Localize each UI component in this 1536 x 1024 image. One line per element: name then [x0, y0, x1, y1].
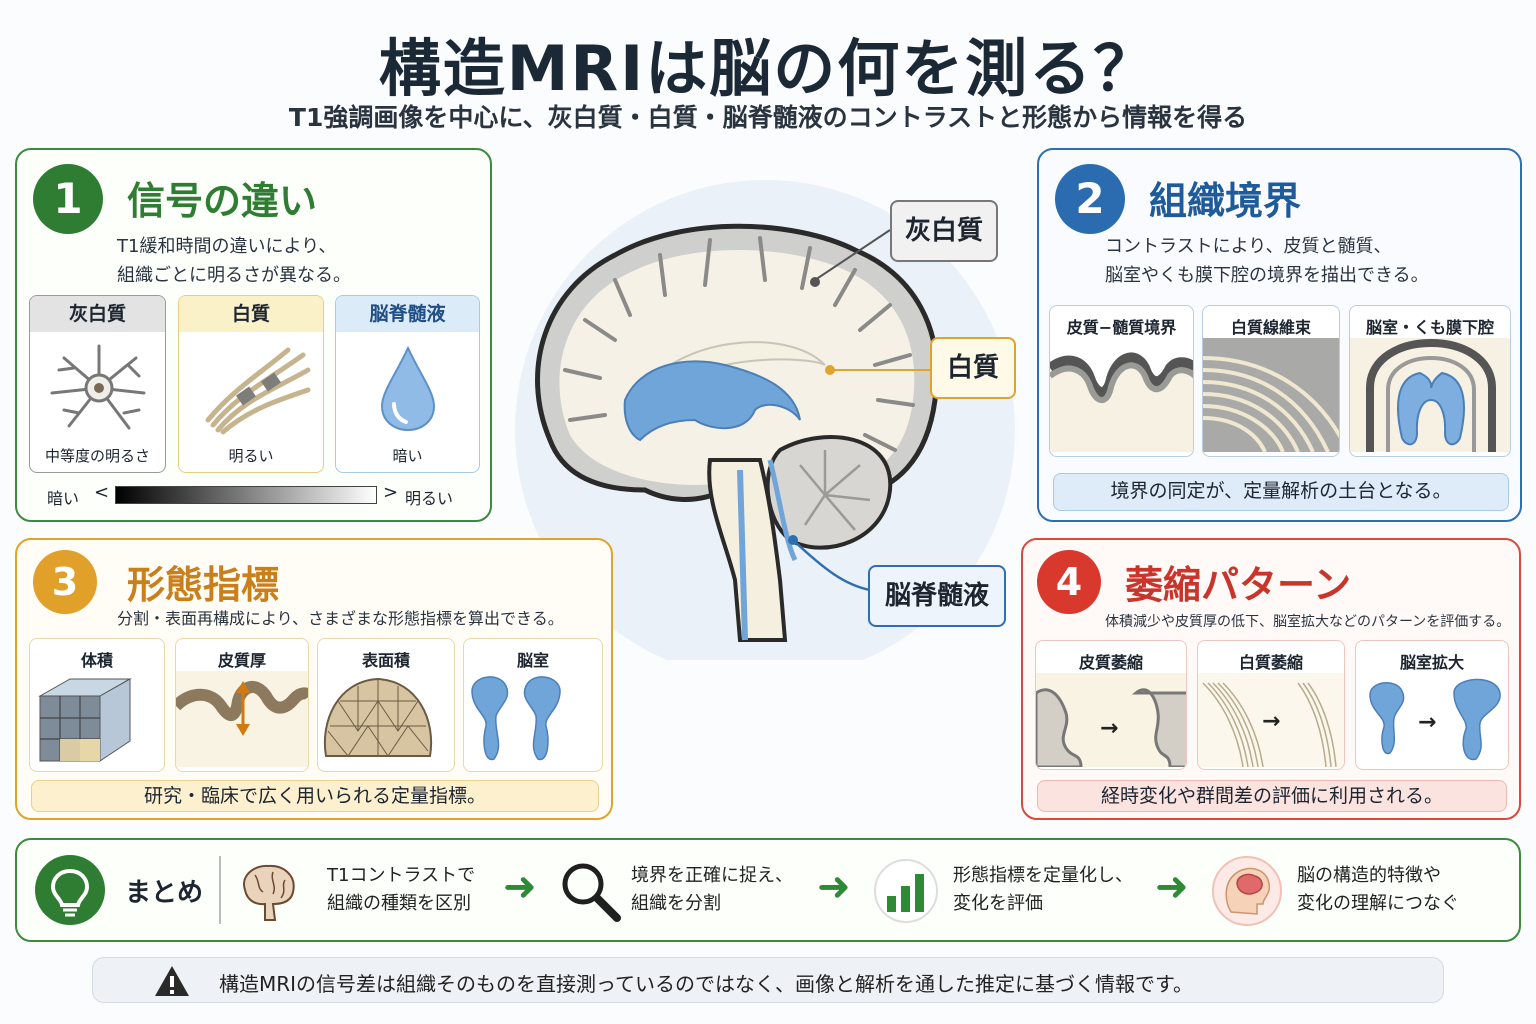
- card-cortical-atrophy: 皮質萎縮 →: [1035, 640, 1187, 770]
- panel-description-line1: コントラストにより、皮質と髄質、: [1105, 236, 1392, 257]
- brightness-gradient-bar: [115, 486, 377, 504]
- card-header: 灰白質: [30, 296, 165, 332]
- scale-bright-label: 明るい: [405, 489, 454, 508]
- panel-footer: 経時変化や群間差の評価に利用される。: [1037, 780, 1507, 812]
- card-volume: 体積: [29, 638, 165, 772]
- card-ventricle-subarachnoid: 脳室・くも膜下腔: [1349, 305, 1511, 457]
- disclaimer-text: 構造MRIの信号差は組織そのものを直接測っているのではなく、画像と解析を通した推…: [219, 972, 1194, 996]
- panel-description-line2: 組織ごとに明るさが異なる。: [117, 265, 351, 286]
- cortex-boundary-icon: [1050, 338, 1193, 452]
- card-header: 脳室拡大: [1399, 653, 1464, 672]
- panel-footer: 研究・臨床で広く用いられる定量指標。: [31, 780, 599, 812]
- card-caption: 明るい: [228, 447, 274, 465]
- card-cortex-medulla-boundary: 皮質−髄質境界: [1049, 305, 1194, 457]
- droplet-icon: [380, 345, 436, 432]
- panel-atrophy-patterns: 4 萎縮パターン 体積減少や皮質厚の低下、脳室拡大などのパターンを評価する。 皮…: [1021, 538, 1521, 820]
- white-matter-atrophy-icon: →: [1198, 673, 1344, 768]
- panel-title: 組織境界: [1149, 179, 1302, 223]
- cortical-thickness-icon: [176, 671, 308, 767]
- card-header: 脳室・くも膜下腔: [1365, 318, 1494, 337]
- panel-title: 信号の違い: [127, 179, 318, 223]
- card-csf: 脳脊髄液 暗い: [335, 295, 480, 473]
- card-header: 脳室: [516, 651, 549, 670]
- chevron-left-icon: <: [94, 482, 110, 503]
- summary-step-1-line2: 組織の種類を区別: [327, 893, 471, 914]
- summary-step-4-line2: 変化の理解につなぐ: [1297, 893, 1459, 914]
- panel-morphometric-indices: 3 形態指標 分割・表面再構成により、さまざまな形態指標を算出できる。 体積 皮…: [15, 538, 613, 820]
- neuron-icon: [50, 344, 146, 430]
- brain-icon: [243, 864, 295, 921]
- card-header: 白質萎縮: [1238, 653, 1303, 672]
- page-subtitle: T1強調画像を中心に、灰白質・白質・脳脊髄液のコントラストと形態から情報を得る: [288, 103, 1248, 132]
- card-caption: 中等度の明るさ: [44, 447, 150, 465]
- ventricular-enlargement-icon: →: [1369, 678, 1501, 761]
- warning-icon: [155, 966, 189, 996]
- panel-signal-difference: 1 信号の違い T1緩和時間の違いにより、 組織ごとに明るさが異なる。 灰白質 …: [15, 148, 492, 522]
- panel-title: 形態指標: [127, 563, 280, 607]
- summary-step-3-line1: 形態指標を定量化し、: [953, 865, 1133, 886]
- card-header: 皮質萎縮: [1078, 653, 1143, 672]
- card-header: 白質: [179, 296, 323, 332]
- card-header: 皮質−髄質境界: [1066, 318, 1177, 337]
- panel-number-badge: 3: [33, 550, 97, 614]
- chevron-right-icon: >: [383, 482, 399, 503]
- label-csf: 脳脊髄液: [868, 565, 1006, 627]
- label-gray-matter: 灰白質: [890, 200, 998, 262]
- summary-step-1-line1: T1コントラストで: [327, 865, 476, 886]
- voxel-cube-icon: [38, 678, 132, 762]
- panel-description-line2: 脳室やくも膜下腔の境界を描出できる。: [1105, 265, 1429, 286]
- ventricle-boundary-icon: [1350, 338, 1510, 452]
- svg-text:→: →: [1418, 710, 1436, 735]
- panel-description: 体積減少や皮質厚の低下、脳室拡大などのパターンを評価する。: [1105, 614, 1511, 630]
- summary-step-3-line2: 変化を評価: [953, 893, 1043, 914]
- summary-step-4-line1: 脳の構造的特徴や: [1297, 865, 1441, 886]
- lightbulb-icon: [35, 855, 105, 925]
- card-surface-area: 表面積: [317, 638, 455, 772]
- card-white-matter-atrophy: 白質萎縮 →: [1197, 640, 1345, 770]
- svg-text:→: →: [1100, 716, 1118, 741]
- card-ventricular-enlargement: 脳室拡大 →: [1355, 640, 1509, 770]
- panel-tissue-boundary: 2 組織境界 コントラストにより、皮質と髄質、 脳室やくも膜下腔の境界を描出でき…: [1037, 148, 1522, 522]
- label-white-matter: 白質: [930, 337, 1016, 399]
- card-header: 体積: [80, 651, 113, 670]
- magnifier-icon: [562, 863, 621, 922]
- panel-title: 萎縮パターン: [1125, 563, 1352, 607]
- panel-footer: 境界の同定が、定量解析の土台となる。: [1053, 473, 1509, 511]
- head-brain-icon: [1212, 856, 1282, 926]
- card-white-matter-tracts: 白質線維束: [1202, 305, 1340, 457]
- summary-divider: [219, 856, 221, 924]
- disclaimer-banner: 構造MRIの信号差は組織そのものを直接測っているのではなく、画像と解析を通した推…: [92, 957, 1444, 1003]
- panel-description-line1: T1緩和時間の違いにより、: [117, 236, 337, 257]
- card-header: 表面積: [361, 651, 410, 670]
- card-gray-matter: 灰白質 中等度の明るさ: [29, 295, 166, 473]
- arrow-right-icon: ➜: [1155, 864, 1189, 910]
- summary-step-2-line1: 境界を正確に捉え、: [631, 865, 793, 886]
- fiber-bundle-icon: [205, 347, 311, 435]
- svg-text:→: →: [1262, 709, 1280, 734]
- arrow-right-icon: ➜: [817, 864, 851, 910]
- panel-number-badge: 4: [1037, 550, 1101, 614]
- summary-label: まとめ: [125, 878, 204, 908]
- scale-dark-label: 暗い: [47, 489, 80, 508]
- card-white-matter: 白質 明るい: [178, 295, 324, 473]
- bar-chart-icon: [874, 859, 938, 923]
- summary-panel: まとめ T1コントラストで 組織の種類を区別 ➜ 境界を正確に捉え、 組織を分割…: [15, 838, 1521, 942]
- ventricle-icon: [471, 676, 561, 761]
- surface-mesh-icon: [323, 677, 433, 757]
- cortical-atrophy-icon: →: [1036, 673, 1186, 769]
- card-header: 皮質厚: [217, 651, 266, 670]
- card-ventricles: 脳室: [463, 638, 603, 772]
- arrow-right-icon: ➜: [503, 864, 537, 910]
- summary-step-2-line2: 組織を分割: [631, 893, 721, 914]
- card-header: 白質線維束: [1230, 318, 1311, 337]
- panel-number-badge: 1: [33, 164, 103, 234]
- card-cortical-thickness: 皮質厚: [175, 638, 309, 772]
- page-title: 構造MRIは脳の何を測る？: [378, 32, 1158, 105]
- card-header: 脳脊髄液: [336, 296, 479, 332]
- panel-number-badge: 2: [1055, 164, 1125, 234]
- brain-sagittal-illustration: [515, 180, 1015, 660]
- fiber-tracts-icon: [1203, 338, 1339, 453]
- card-caption: 暗い: [392, 447, 423, 465]
- panel-description: 分割・表面再構成により、さまざまな形態指標を算出できる。: [117, 609, 564, 628]
